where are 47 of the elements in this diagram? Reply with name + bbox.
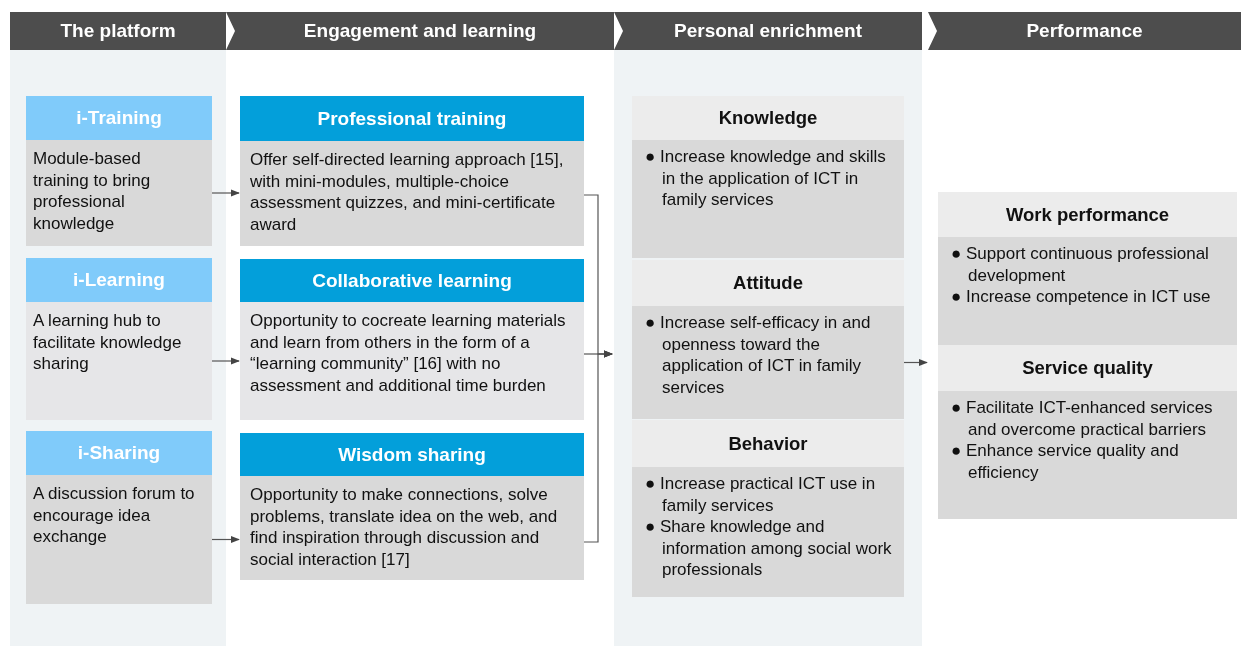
card-heading: i-Training (26, 96, 212, 140)
card-heading: Knowledge (632, 96, 904, 140)
card-text: Module-based training to bring professional knowledge (32, 148, 152, 234)
column-header: Performance (928, 12, 1241, 50)
arrow (211, 535, 240, 544)
card (26, 431, 212, 604)
arrow (903, 358, 928, 367)
card-text: Offer self-directed learning approach [15], with mini-modules, multiple-choice assessment quizzes, and mini-certificate award (249, 149, 565, 235)
column-band (614, 12, 922, 646)
card-heading: i-Sharing (26, 431, 212, 475)
bullet-text: ● Share knowledge and information among social work professionals (644, 516, 893, 581)
card (26, 96, 212, 246)
card (632, 260, 904, 419)
card (632, 420, 904, 597)
card (938, 345, 1237, 519)
arrow (583, 350, 613, 543)
card-heading: Service quality (938, 345, 1237, 391)
arrow (211, 189, 240, 197)
bullet-text: ● Increase practical ICT use in family services (644, 473, 877, 516)
card-text: A discussion forum to encourage idea exchange (32, 483, 196, 548)
card-heading: Attitude (632, 260, 904, 306)
card (938, 192, 1237, 345)
column-header: The platform (10, 12, 226, 50)
card (240, 96, 584, 246)
card-heading: Professional training (240, 96, 584, 141)
bullet-text: ● Increase competence in ICT use (950, 286, 1212, 308)
card-heading: i-Learning (26, 258, 212, 302)
card-heading: Behavior (632, 420, 904, 467)
card-heading: Work performance (938, 192, 1237, 237)
column-band (10, 12, 226, 646)
arrow (211, 357, 240, 365)
card-heading: Wisdom sharing (240, 433, 584, 476)
bullet-text: ● Enhance service quality and efficiency (950, 440, 1180, 483)
card (632, 96, 904, 258)
bullet-text: ● Support continuous professional development (950, 243, 1210, 286)
card-text: Opportunity to cocreate learning materials and learn from others in the form of a “learning community” [16] with no assessment and additional time burden (249, 310, 567, 396)
card (240, 259, 584, 420)
bullet-text: ● Facilitate ICT-enhanced services and overcome practical barriers (950, 397, 1214, 440)
column-header: Engagement and learning (226, 12, 614, 50)
card (240, 433, 584, 580)
card-text: Opportunity to make connections, solve problems, translate idea on the web, and find inspiration through discussion and social interaction [17] (249, 484, 559, 570)
bullet-text: ● Increase knowledge and skills in the application of ICT in family services (644, 146, 887, 211)
bullet-text: ● Increase self-efficacy in and openness toward the application of ICT in family services (644, 312, 872, 398)
card-text: A learning hub to facilitate knowledge sharing (32, 310, 183, 375)
column-header: Personal enrichment (614, 12, 922, 50)
card-heading: Collaborative learning (240, 259, 584, 302)
card (26, 258, 212, 420)
